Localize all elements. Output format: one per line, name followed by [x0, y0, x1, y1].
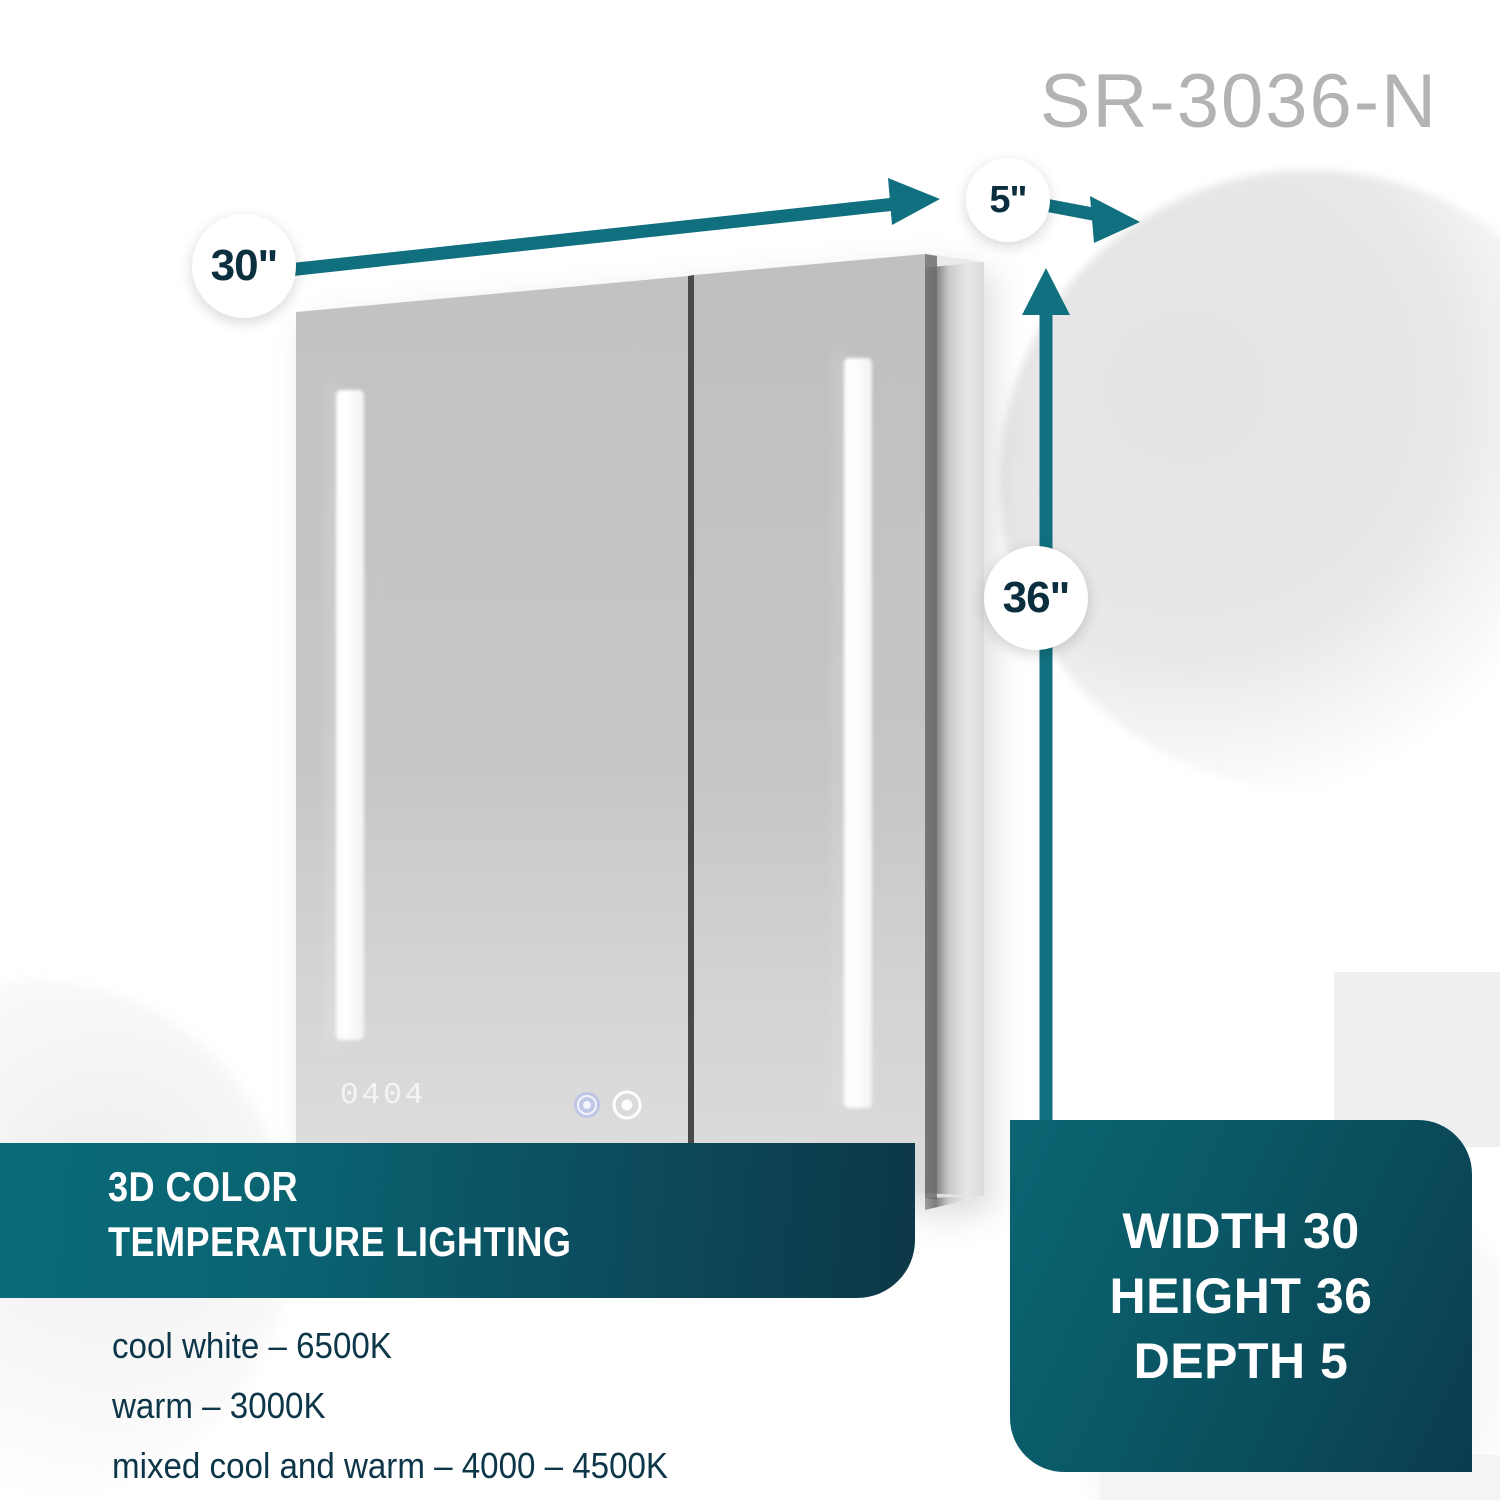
cabinet-hinge-edge	[925, 254, 937, 1200]
dimensions-summary-panel: WIDTH 30 HEIGHT 36 DEPTH 5	[1010, 1120, 1472, 1472]
depth-dimension-badge: 5"	[966, 158, 1050, 242]
led-light-strip-left	[330, 382, 364, 1047]
dimension-width-line: WIDTH 30	[1122, 1202, 1360, 1259]
model-number: SR-3036-N	[1039, 59, 1438, 144]
lighting-title-line-2: TEMPERATURE LIGHTING	[108, 1218, 572, 1266]
height-dimension-badge: 36"	[984, 546, 1088, 650]
dimension-height-line: HEIGHT 36	[1109, 1267, 1373, 1324]
lighting-title-line-1: 3D COLOR	[108, 1163, 299, 1210]
cabinet-door-left	[296, 276, 688, 1178]
clock-display: 0404	[340, 1078, 426, 1113]
lighting-spec-item: warm – 3000K	[112, 1384, 326, 1426]
svg-text:0404: 0404	[340, 1078, 426, 1113]
lighting-banner-text: 3D COLOR TEMPERATURE LIGHTING	[108, 1159, 905, 1270]
background-rectangle-right	[1334, 972, 1500, 1147]
door-gap	[688, 275, 694, 1179]
lighting-spec-list: cool white – 6500K warm – 3000K mixed co…	[112, 1316, 912, 1495]
power-touch-sensor	[612, 1090, 642, 1120]
cabinet-side-panel	[925, 254, 984, 1210]
led-light-strip-right	[838, 350, 872, 1110]
dimension-depth-line: DEPTH 5	[1133, 1332, 1349, 1389]
height-dimension-arrow	[1022, 268, 1070, 1172]
color-temperature-touch-sensor	[574, 1092, 600, 1118]
depth-dimension-arrow	[1038, 196, 1140, 243]
width-dimension-badge: 30"	[192, 214, 296, 318]
width-dimension-arrow	[287, 178, 940, 277]
lighting-feature-banner: 3D COLOR TEMPERATURE LIGHTING	[0, 1143, 915, 1298]
lighting-spec-item: cool white – 6500K	[112, 1325, 392, 1366]
cabinet-door-right	[694, 254, 925, 1198]
cabinet-bottom-face	[296, 1150, 984, 1198]
lighting-spec-item: mixed cool and warm – 4000 – 4500K	[112, 1444, 669, 1486]
